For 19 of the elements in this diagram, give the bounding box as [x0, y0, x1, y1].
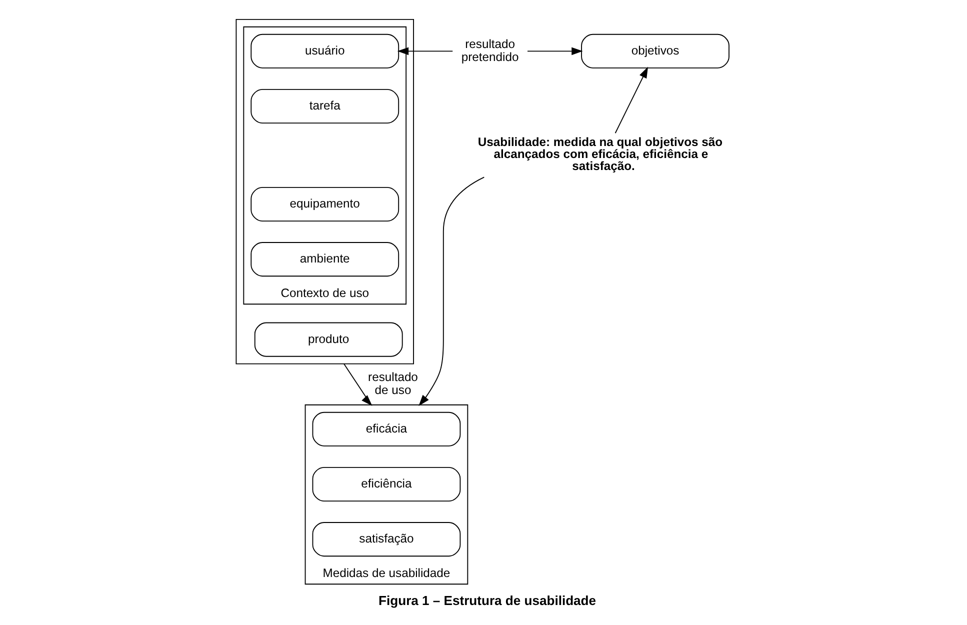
- node-box: eficiência: [312, 466, 460, 502]
- node-box: objetivos: [580, 34, 729, 68]
- node-box: equipamento: [250, 186, 399, 222]
- node-box: ambiente: [250, 242, 399, 277]
- cluster: [235, 18, 414, 364]
- node-text: resultado pretendido: [460, 36, 518, 64]
- arrow: [614, 66, 648, 134]
- caption: Figura 1 – Estrutura de usabilidade: [378, 592, 596, 608]
- arrow: [396, 47, 453, 56]
- node-box: usuário: [250, 34, 399, 68]
- arrow: [343, 363, 372, 406]
- arrow: [526, 47, 582, 56]
- node-box: tarefa: [250, 88, 399, 124]
- node-box: eficácia: [312, 412, 460, 446]
- edge-label: resultado de uso: [368, 370, 418, 398]
- node-text: Usabilidade: medida na qual objetivos são alcançados com eficácia, eficiência e satisfação.: [477, 134, 722, 174]
- node-box: satisfação: [312, 522, 460, 557]
- node-box: produto: [254, 322, 402, 357]
- arrow: [418, 176, 484, 406]
